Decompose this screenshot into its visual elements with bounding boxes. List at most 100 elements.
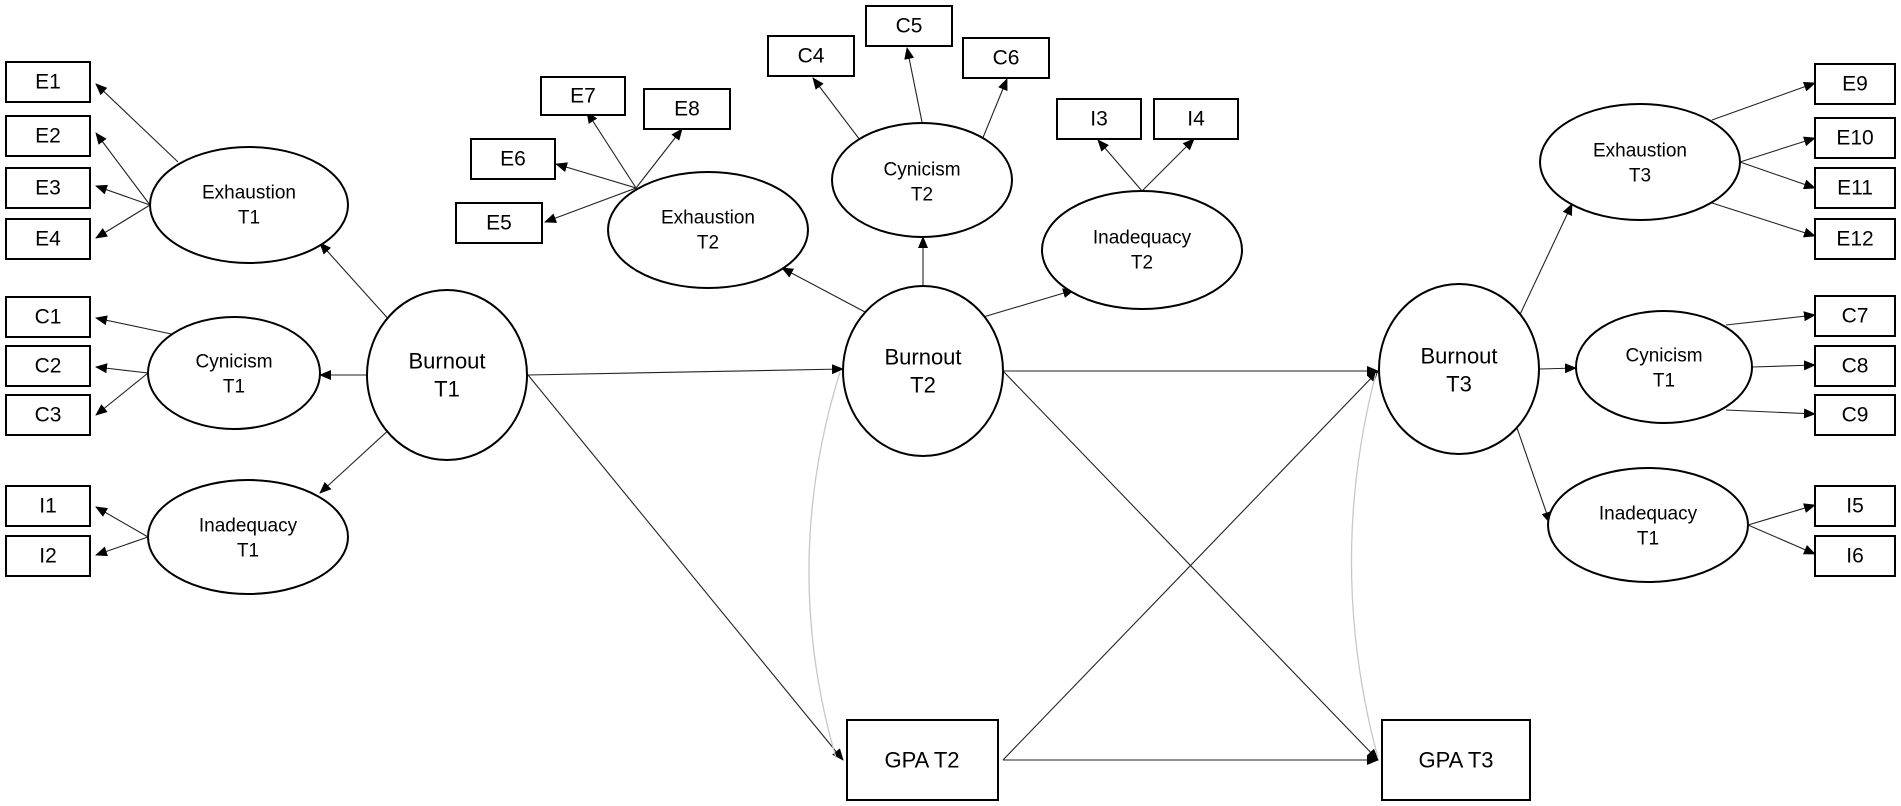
indicator-c5: C5 xyxy=(865,5,953,47)
indicator-e4-label: E4 xyxy=(35,228,61,251)
burnout-t3-node: Burnout T3 xyxy=(1378,283,1540,455)
factor-exhaustion-t1-name: Exhaustion xyxy=(202,183,296,204)
factor-inadequacy-t1-name: Inadequacy xyxy=(199,516,298,537)
path-cynicism-t3-c9 xyxy=(1725,408,1816,419)
factor-cynicism-t3-name: Cynicism xyxy=(1625,346,1702,367)
indicator-c6-label: C6 xyxy=(993,47,1020,70)
indicator-c9-label: C9 xyxy=(1842,404,1869,427)
path-cynicism-t3-c8 xyxy=(1751,360,1816,371)
path-exhaustion-t1-e4 xyxy=(95,204,151,239)
indicator-e6-label: E6 xyxy=(500,148,526,171)
covariance-burnout-t2-gpa-t2 xyxy=(808,371,841,759)
indicator-e3: E3 xyxy=(5,167,91,209)
gpa-t2-label: GPA T2 xyxy=(884,748,959,773)
factor-cynicism-t2-time: T2 xyxy=(911,185,933,206)
factor-inadequacy-t1-time: T1 xyxy=(237,541,259,562)
indicator-c1-label: C1 xyxy=(35,306,62,329)
path-cynicism-t3-c7 xyxy=(1725,311,1816,326)
indicator-e2-label: E2 xyxy=(35,125,61,148)
indicator-e9-label: E9 xyxy=(1842,73,1868,96)
path-exhaustion-t3-e12 xyxy=(1711,202,1816,238)
path-inadequacy-t2-i3 xyxy=(1097,139,1143,192)
factor-inadequacy-t1: Inadequacy T1 xyxy=(147,479,349,595)
factor-exhaustion-t1: Exhaustion T1 xyxy=(149,146,349,264)
factor-inadequacy-t2-name: Inadequacy xyxy=(1093,228,1192,249)
factor-cynicism-t2-name: Cynicism xyxy=(883,160,960,181)
path-burnout-t2-inadequacy-t2 xyxy=(979,288,1075,319)
factor-exhaustion-t2: Exhaustion T2 xyxy=(607,171,809,289)
indicator-e7: E7 xyxy=(540,76,626,116)
indicator-e9: E9 xyxy=(1814,63,1896,105)
path-inadequacy-t3-i5 xyxy=(1747,503,1816,526)
indicator-c3: C3 xyxy=(5,394,91,436)
path-burnout-t2-exhaustion-t2 xyxy=(781,267,866,313)
indicator-e5: E5 xyxy=(455,202,543,244)
indicator-e11: E11 xyxy=(1814,167,1896,209)
path-burnout-t1-gpa-t2 xyxy=(527,374,844,761)
burnout-t2-node: Burnout T2 xyxy=(842,285,1004,457)
indicator-e8-label: E8 xyxy=(674,98,700,121)
indicator-c8-label: C8 xyxy=(1842,355,1869,378)
indicator-c5-label: C5 xyxy=(896,15,923,38)
indicator-c7: C7 xyxy=(1814,295,1896,337)
path-inadequacy-t3-i6 xyxy=(1747,524,1816,555)
burnout-t2-time: T2 xyxy=(910,373,936,398)
factor-cynicism-t2: Cynicism T2 xyxy=(831,122,1013,238)
indicator-c8: C8 xyxy=(1814,345,1896,387)
factor-inadequacy-t2-time: T2 xyxy=(1131,253,1153,274)
path-gpa-t2-burnout-t3 xyxy=(1002,370,1379,761)
gpa-t3-label: GPA T3 xyxy=(1418,748,1493,773)
first-order-factors: Exhaustion T1 Cynicism T1 Inadequacy T1 … xyxy=(147,103,1753,595)
burnout-t1-name: Burnout xyxy=(408,349,485,374)
path-cynicism-t2-c6 xyxy=(981,78,1008,141)
factor-inadequacy-t3-name: Inadequacy xyxy=(1599,504,1698,525)
factor-exhaustion-t2-time: T2 xyxy=(697,233,719,254)
path-cynicism-t1-c1 xyxy=(95,315,177,336)
path-exhaustion-t3-e10 xyxy=(1739,136,1816,163)
factor-exhaustion-t3-time: T3 xyxy=(1629,166,1651,187)
indicator-i3: I3 xyxy=(1056,98,1142,140)
factor-cynicism-t1-name: Cynicism xyxy=(195,352,272,373)
path-exhaustion-t3-e11 xyxy=(1739,161,1816,190)
indicator-e2: E2 xyxy=(5,115,91,157)
indicator-e10-label: E10 xyxy=(1836,127,1873,150)
indicator-e5-label: E5 xyxy=(486,212,512,235)
factor-inadequacy-t3-time: T1 xyxy=(1637,529,1659,550)
path-cynicism-t1-c3 xyxy=(95,372,149,416)
indicator-e3-label: E3 xyxy=(35,177,61,200)
path-exhaustion-t1-e2 xyxy=(95,132,151,206)
gpa-boxes: GPA T2 GPA T3 xyxy=(846,719,1531,801)
indicator-e8: E8 xyxy=(643,88,731,130)
burnout-factors: Burnout T1 Burnout T2 Burnout T3 xyxy=(366,283,1540,461)
path-exhaustion-t2-e7 xyxy=(586,111,637,189)
indicator-e10: E10 xyxy=(1814,117,1896,159)
factor-exhaustion-t3-name: Exhaustion xyxy=(1593,141,1687,162)
factor-inadequacy-t2: Inadequacy T2 xyxy=(1041,190,1243,310)
path-exhaustion-t2-e6 xyxy=(555,162,637,189)
indicator-c6: C6 xyxy=(962,37,1050,79)
indicator-i6: I6 xyxy=(1814,535,1896,577)
path-burnout-t1-exhaustion-t1 xyxy=(319,242,393,324)
indicator-i4: I4 xyxy=(1153,98,1239,140)
indicator-c4-label: C4 xyxy=(798,45,825,68)
indicator-c3-label: C3 xyxy=(35,404,62,427)
indicator-e1: E1 xyxy=(5,61,91,103)
indicator-i2: I2 xyxy=(5,535,91,577)
path-exhaustion-t2-e8 xyxy=(635,128,683,189)
indicator-c2: C2 xyxy=(5,345,91,387)
indicator-c7-label: C7 xyxy=(1842,305,1869,328)
path-inadequacy-t1-i1 xyxy=(95,506,149,538)
indicator-i4-label: I4 xyxy=(1187,108,1205,131)
indicator-i2-label: I2 xyxy=(39,545,57,568)
indicator-i5: I5 xyxy=(1814,485,1896,527)
path-inadequacy-t2-i4 xyxy=(1141,138,1195,192)
burnout-t1-time: T1 xyxy=(434,377,460,402)
burnout-t3-time: T3 xyxy=(1446,372,1472,397)
burnout-t2-name: Burnout xyxy=(884,345,961,370)
path-burnout-t1-burnout-t2 xyxy=(527,364,844,376)
indicator-c1: C1 xyxy=(5,296,91,338)
indicator-boxes: E1 E2 E3 E4 C1 C2 C3 I1 I2 E5 E6 E7 E8 C… xyxy=(5,5,1896,577)
indicator-c4: C4 xyxy=(767,35,855,77)
factor-cynicism-t1: Cynicism T1 xyxy=(147,316,321,430)
